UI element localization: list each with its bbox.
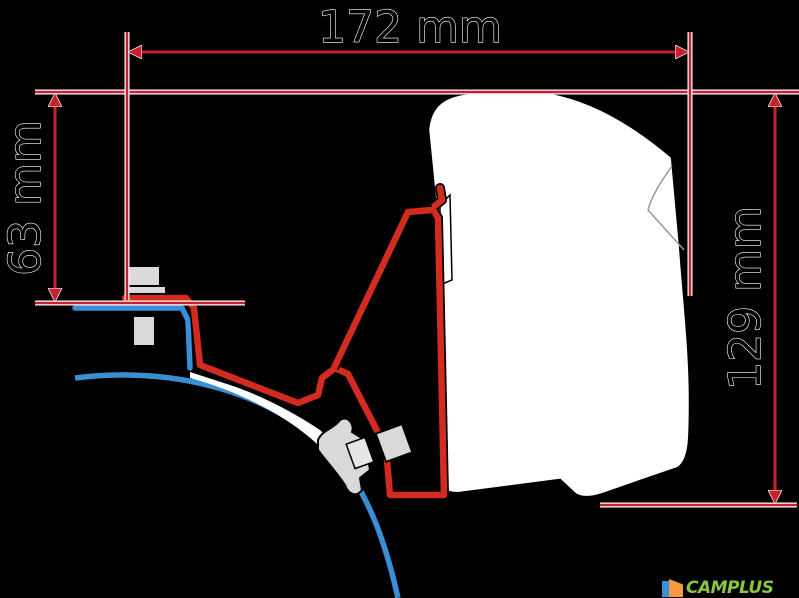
right-height-label: 129 mm [720,206,771,390]
adapter-bracket [120,183,449,500]
awning-housing [426,88,692,499]
width-label: 172 mm [318,2,502,53]
mounting-bolt-lower [317,417,414,496]
housing-detail-line [647,165,685,251]
logo-icon [662,579,684,597]
watermark-text: CAMPLUS [686,578,774,598]
mounting-bolt-top [125,265,167,347]
left-height-label: 63 mm [0,120,51,276]
watermark-logo: CAMPLUS [662,578,774,598]
dimension-lines [35,32,799,508]
